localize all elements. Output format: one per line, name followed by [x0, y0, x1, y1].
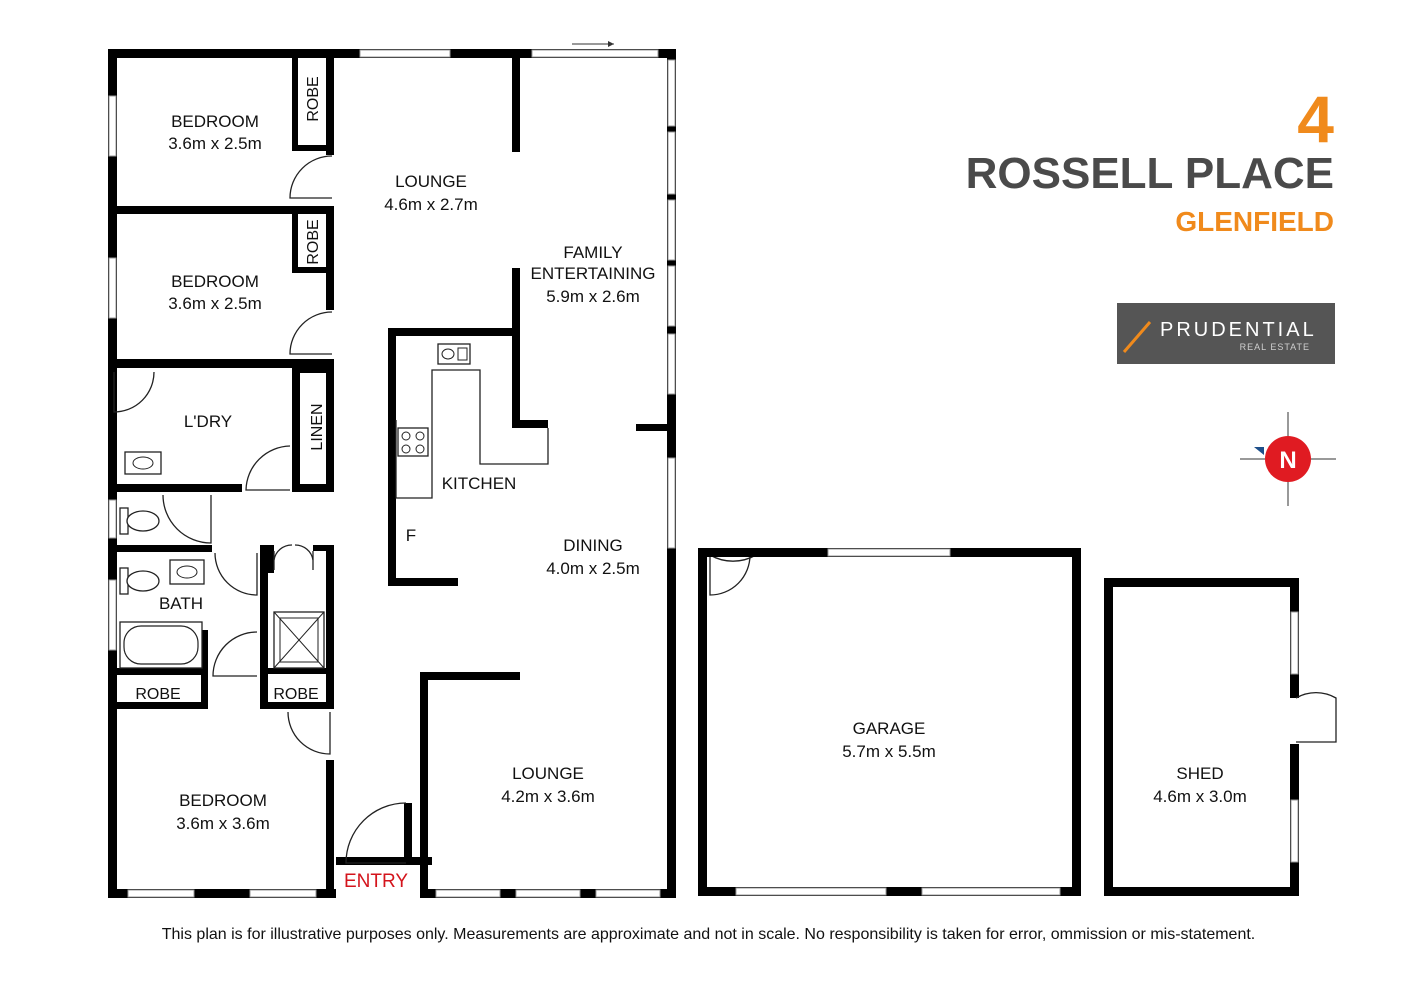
brand-name: PRUDENTIAL [1160, 319, 1317, 341]
brand-tagline: REAL ESTATE [1240, 342, 1310, 352]
entry-label: ENTRY [344, 871, 408, 892]
room-garage-size: 5.7m x 5.5m [842, 742, 936, 761]
room-family-size: 5.9m x 2.6m [546, 287, 640, 306]
room-lounge-1-size: 4.6m x 2.7m [384, 195, 478, 214]
shed-walls [1104, 578, 1337, 896]
room-bedroom-1-size: 3.6m x 2.5m [168, 134, 262, 153]
fixtures [119, 343, 549, 669]
room-bedroom-2-size: 3.6m x 2.5m [168, 294, 262, 313]
room-shed-name: SHED [1176, 764, 1223, 783]
room-kitchen-name: KITCHEN [442, 474, 517, 493]
address-suburb: GLENFIELD [1175, 206, 1334, 237]
room-dining-size: 4.0m x 2.5m [546, 559, 640, 578]
address-street: ROSSELL PLACE [966, 149, 1334, 198]
room-linen-name: LINEN [309, 403, 326, 450]
house-walls [108, 49, 676, 898]
room-lounge-2-name: LOUNGE [512, 764, 584, 783]
room-robe-4-name: ROBE [273, 686, 318, 703]
room-shed-size: 4.6m x 3.0m [1153, 787, 1247, 806]
room-family-name-line1: FAMILY [563, 243, 622, 262]
prudential-logo: PRUDENTIAL REAL ESTATE [1117, 303, 1335, 364]
room-robe-2-name: ROBE [305, 219, 322, 264]
compass-north-label: N [1279, 447, 1296, 474]
room-garage-name: GARAGE [853, 719, 926, 738]
house-windows [108, 41, 676, 898]
room-bedroom-3-name: BEDROOM [179, 791, 267, 810]
room-laundry-name: L'DRY [184, 412, 232, 431]
address-number: 4 [1297, 82, 1334, 156]
north-compass-icon: N [1240, 412, 1336, 506]
room-robe-1-name: ROBE [305, 76, 322, 121]
room-bath-name: BATH [159, 594, 203, 613]
room-dining-name: DINING [563, 536, 623, 555]
room-bedroom-2-name: BEDROOM [171, 272, 259, 291]
room-lounge-1-name: LOUNGE [395, 172, 467, 191]
doors [113, 155, 757, 864]
disclaimer: This plan is for illustrative purposes o… [161, 926, 1256, 943]
kitchen-fridge-label: F [406, 526, 416, 545]
room-lounge-2-size: 4.2m x 3.6m [501, 787, 595, 806]
room-robe-3-name: ROBE [135, 686, 180, 703]
garage-walls [698, 548, 1081, 896]
room-family-name-line2: ENTERTAINING [531, 264, 656, 283]
room-bedroom-3-size: 3.6m x 3.6m [176, 814, 270, 833]
room-bedroom-1-name: BEDROOM [171, 112, 259, 131]
